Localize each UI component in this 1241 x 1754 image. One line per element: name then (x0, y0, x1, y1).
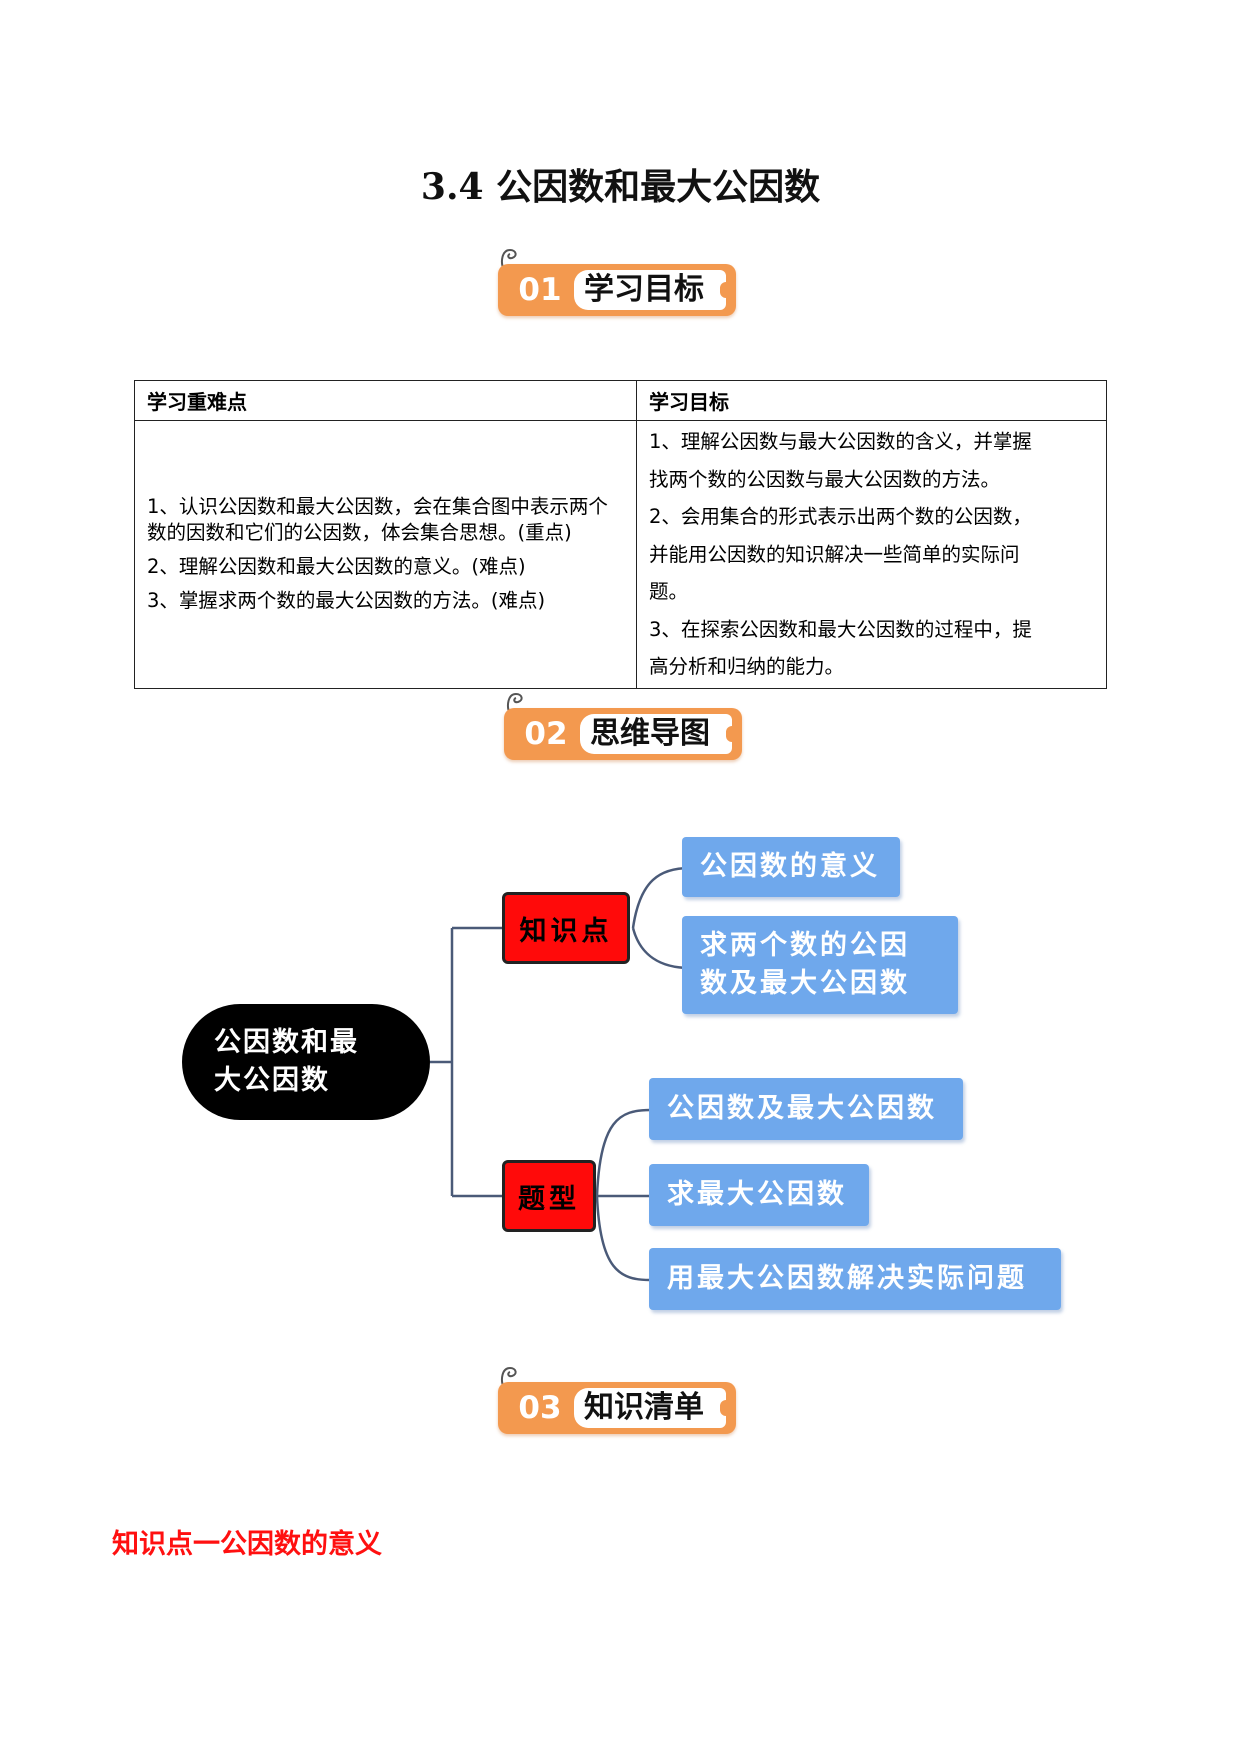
section-badge-03: 03 知识清单 (498, 1364, 736, 1434)
mind-map-connectors (430, 866, 691, 1282)
knowledge-point-heading: 知识点一公因数的意义 (112, 1529, 382, 1560)
section-label: 思维导图 (590, 716, 710, 751)
goal-line: 题。 (649, 580, 689, 603)
connector-leaf-3 (595, 1108, 651, 1197)
goals-cell: 1、理解公因数与最大公因数的含义，并掌握 找两个数的公因数与最大公因数的方法。 … (636, 420, 1107, 689)
difficulty-item: 3、掌握求两个数的最大公因数的方法。(难点) (147, 589, 546, 613)
goal-line: 1、理解公因数与最大公因数的含义，并掌握 (649, 430, 1032, 453)
section-label: 学习目标 (584, 272, 704, 307)
category-knowledge-points: 知识点 (502, 892, 630, 964)
goal-line: 并能用公因数的知识解决一些简单的实际问 (649, 542, 1020, 566)
hook-icon (501, 1366, 517, 1389)
connector-leaf-1 (631, 866, 691, 929)
mind-map-root: 公因数和最 大公因数 (182, 1004, 430, 1120)
leaf-meaning-of-common-factor: 公因数的意义 (682, 837, 900, 897)
table-header-goals: 学习目标 (636, 380, 1107, 421)
difficulty-item: 2、理解公因数和最大公因数的意义。(难点) (147, 555, 526, 579)
goal-line: 高分析和归纳的能力。 (649, 655, 845, 678)
section-badge-01: 01 学习目标 (498, 246, 736, 316)
leaf-find-gcd: 求最大公因数 (649, 1164, 869, 1226)
goal-line: 3、在探索公因数和最大公因数的过程中，提 (649, 617, 1032, 641)
connector-leaf-2 (631, 927, 691, 970)
leaf-find-common-factors: 求两个数的公因 数及最大公因数 (682, 916, 958, 1014)
table-header-difficulties: 学习重难点 (134, 380, 637, 421)
section-number: 02 (524, 716, 568, 752)
section-number: 03 (518, 1390, 562, 1426)
leaf-solve-real-problems: 用最大公因数解决实际问题 (649, 1248, 1061, 1310)
difficulty-item: 1、认识公因数和最大公因数，会在集合图中表示两个数的因数和它们的公因数，体会集合… (147, 495, 608, 545)
hook-icon (501, 248, 517, 271)
section-number: 01 (518, 272, 562, 308)
section-label: 知识清单 (584, 1390, 704, 1425)
section-badge-02: 02 思维导图 (504, 690, 742, 760)
mind-map: 公因数和最 大公因数 知识点 题型 公因数的意义 求两个数的公因 数及最大公因数… (0, 820, 1241, 1340)
goals-table: 学习重难点 学习目标 1、认识公因数和最大公因数，会在集合图中表示两个数的因数和… (134, 380, 1107, 689)
leaf-common-and-gcd: 公因数及最大公因数 (649, 1078, 963, 1140)
difficulties-cell: 1、认识公因数和最大公因数，会在集合图中表示两个数的因数和它们的公因数，体会集合… (134, 420, 637, 689)
hook-icon (507, 692, 523, 715)
goal-line: 2、会用集合的形式表示出两个数的公因数， (649, 505, 1032, 528)
page-title: 3.4 公因数和最大公因数 (420, 166, 821, 208)
goal-line: 找两个数的公因数与最大公因数的方法。 (649, 467, 1001, 491)
connector-leaf-5 (595, 1195, 651, 1282)
category-question-types: 题型 (502, 1160, 596, 1232)
